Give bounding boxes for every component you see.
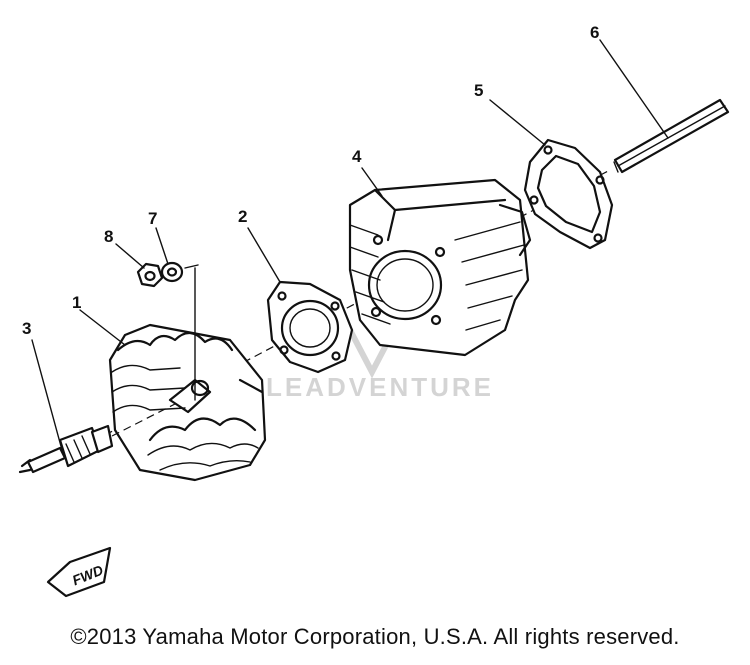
part-base-gasket	[523, 138, 614, 250]
callout-5: 5	[474, 81, 483, 100]
leader-lines	[31, 39, 669, 451]
part-nut	[136, 262, 164, 288]
callout-4: 4	[352, 147, 362, 166]
callout-8: 8	[104, 227, 113, 246]
part-washer	[160, 261, 184, 283]
callout-1: 1	[72, 293, 81, 312]
part-cylinder	[348, 178, 532, 357]
part-head-gasket	[266, 280, 354, 374]
callout-7: 7	[148, 209, 157, 228]
part-stud-bolt	[613, 98, 730, 174]
watermark-text: LEADVENTURE	[266, 372, 494, 402]
callout-2: 2	[238, 207, 247, 226]
part-cylinder-head	[108, 264, 267, 482]
fwd-arrow-icon: FWD	[46, 546, 112, 598]
callout-6: 6	[590, 23, 599, 42]
callout-3: 3	[22, 319, 31, 338]
part-spark-plug	[18, 403, 176, 474]
copyright-notice: ©2013 Yamaha Motor Corporation, U.S.A. A…	[70, 624, 680, 649]
